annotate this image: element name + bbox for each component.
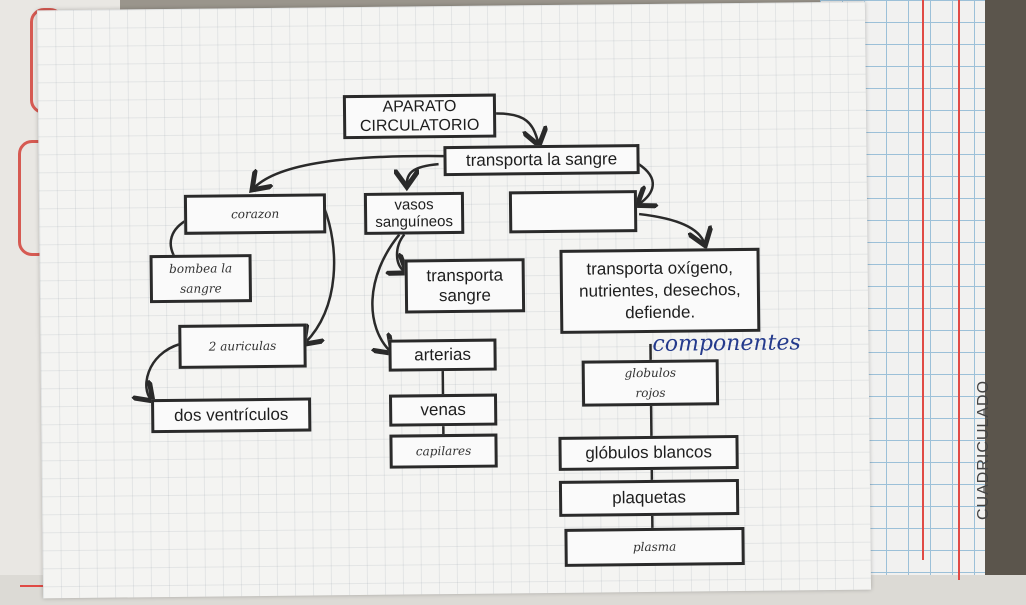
red-cells-box: globulos rojos: [581, 359, 720, 407]
connector-lines: [37, 112, 871, 528]
margin-line: [958, 0, 960, 580]
heart-function-box: bombea la sangre: [149, 254, 253, 304]
components-label: componentes: [652, 330, 801, 357]
blood-function-box: transporta oxígeno, nutrientes, desechos…: [559, 247, 761, 334]
blood-box: [508, 190, 638, 234]
worksheet: APARATO CIRCULATORIO transporta la sangr…: [36, 1, 872, 599]
vessels-box: vasos sanguíneos: [363, 191, 465, 235]
platelets-box: plaquetas: [558, 479, 740, 517]
margin-line: [922, 0, 924, 560]
cover-label: CUADRICULADO: [975, 379, 992, 520]
white-cells-box: glóbulos blancos: [558, 435, 739, 471]
capillaries-box: capilares: [389, 433, 498, 469]
veins-box: venas: [388, 393, 498, 427]
table-surface: [985, 0, 1026, 605]
atria-box: 2 auriculas: [178, 323, 307, 369]
heart-box: corazon: [183, 193, 327, 235]
transports-box: transporta la sangre: [443, 144, 640, 177]
ventricles-box: dos ventrículos: [151, 397, 312, 434]
arteries-box: arterias: [388, 338, 497, 372]
root-concept-box: APARATO CIRCULATORIO: [342, 93, 497, 140]
vessels-function-box: transporta sangre: [404, 258, 526, 314]
plasma-box: plasma: [564, 526, 745, 567]
